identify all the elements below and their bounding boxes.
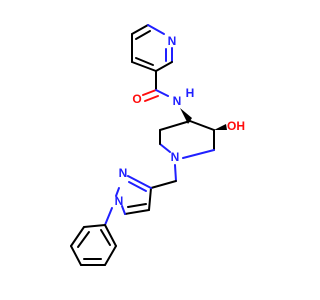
bond	[104, 245, 117, 266]
piperidine-nitrogen-label: N	[171, 150, 180, 164]
hydroxyl-label: OH	[227, 119, 245, 133]
bond	[100, 229, 111, 246]
bond	[127, 175, 152, 189]
bond	[104, 207, 113, 226]
bond	[128, 181, 147, 192]
carbonyl-oxygen-label: O	[132, 92, 141, 106]
bond	[83, 224, 106, 228]
pyrazole-n2-label: N	[119, 166, 128, 180]
stereo-wedge-bond	[214, 124, 227, 130]
bond	[131, 24, 149, 35]
bond	[144, 95, 159, 102]
bond	[159, 120, 191, 131]
bond	[135, 30, 151, 40]
bond	[182, 149, 215, 159]
bond	[127, 203, 147, 208]
bond	[155, 89, 169, 97]
bond	[148, 187, 152, 211]
bond	[70, 226, 85, 247]
pyridine-nitrogen-label: N	[168, 34, 177, 48]
bond	[124, 209, 150, 215]
bond	[150, 180, 177, 189]
pyridine-ring: N	[131, 24, 177, 72]
bond	[155, 61, 173, 72]
bond	[77, 231, 90, 248]
amide-group: O N H	[132, 70, 195, 108]
phenyl-ring	[70, 207, 117, 266]
bond	[159, 143, 171, 153]
piperidine-ring: OH N	[159, 108, 245, 164]
bond	[135, 57, 154, 66]
bond	[142, 89, 157, 96]
stereo-wedge-bond	[180, 108, 192, 124]
bond	[131, 61, 157, 72]
amide-hydrogen-label: H	[186, 86, 195, 100]
molecule-structure: N O N H OH N N N	[70, 24, 245, 266]
bond	[104, 224, 117, 247]
pyrazole-n1-label: N	[115, 194, 124, 208]
bond	[115, 187, 120, 197]
bond	[147, 24, 165, 35]
amide-nitrogen-label: N	[173, 94, 182, 108]
bond	[189, 120, 215, 131]
bond	[70, 245, 82, 266]
pyrazole-ring: N N	[115, 166, 152, 215]
bond	[121, 205, 126, 215]
bond	[174, 164, 177, 182]
